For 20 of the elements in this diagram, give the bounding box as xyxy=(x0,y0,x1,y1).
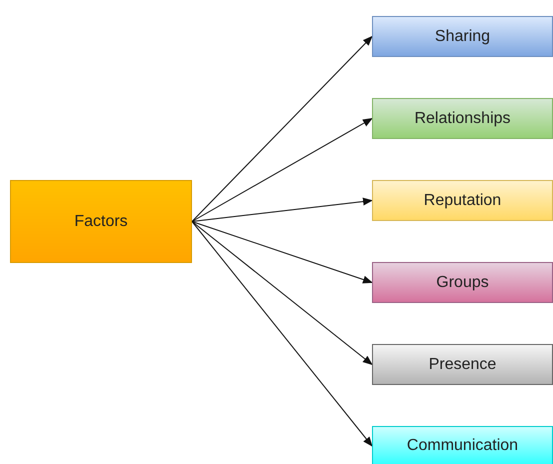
process-box xyxy=(372,180,553,221)
box-label: Communication xyxy=(406,437,518,455)
arrow xyxy=(192,221,373,284)
arrow xyxy=(192,221,373,447)
process-box xyxy=(372,98,553,139)
process-box xyxy=(372,262,553,303)
box-label: Groups xyxy=(436,274,489,292)
arrow xyxy=(192,221,373,366)
process-box xyxy=(10,180,192,263)
process-box xyxy=(372,344,553,385)
process-box xyxy=(372,426,553,464)
box-label: Reputation xyxy=(424,192,502,210)
box-label: Relationships xyxy=(414,110,511,128)
box-label: Sharing xyxy=(434,28,490,46)
arrow xyxy=(192,36,373,222)
box-label: Factors xyxy=(74,212,128,230)
arrow xyxy=(192,118,373,222)
process-box xyxy=(372,16,553,57)
arrow xyxy=(192,198,373,222)
box-label: Presence xyxy=(428,356,496,374)
